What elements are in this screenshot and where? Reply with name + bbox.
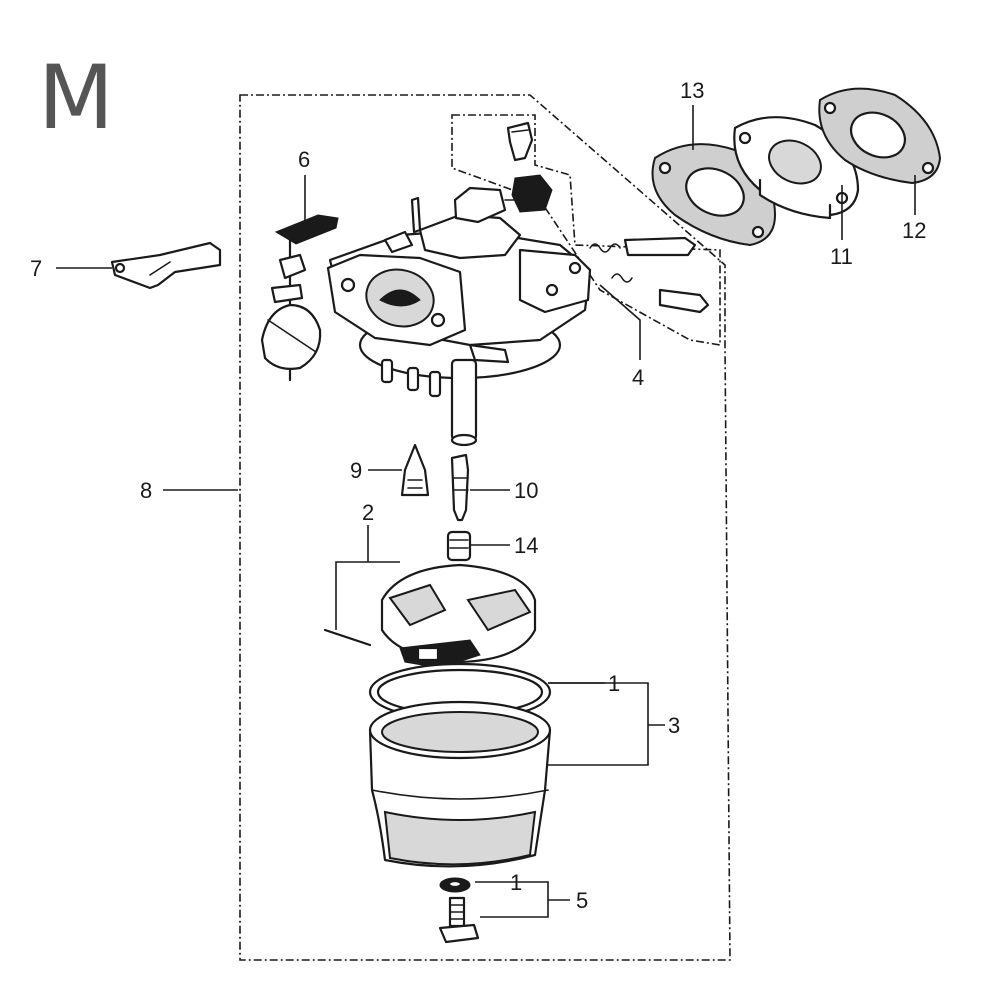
carburetor-body (326, 174, 592, 447)
callout-2: 2 (362, 500, 374, 525)
main-nozzle-10 (450, 453, 470, 522)
callout-3: 3 (668, 713, 680, 738)
callout-8: 8 (140, 478, 152, 503)
main-jet-14 (446, 530, 472, 562)
callout-1-oring: 1 (608, 671, 620, 696)
float-chamber (368, 700, 552, 868)
callout-11: 11 (830, 244, 853, 269)
assembly-frame (239, 94, 731, 961)
section-letter: M (38, 46, 114, 149)
gasket-13 (651, 143, 777, 247)
callout-7: 7 (30, 256, 42, 281)
float (380, 563, 537, 669)
pilot-screw-assembly-4 (506, 121, 710, 314)
callout-4: 4 (632, 365, 644, 390)
callout-1-washer: 1 (510, 870, 522, 895)
float-valve-9 (400, 443, 430, 497)
callout-10: 10 (514, 478, 538, 503)
callout-12: 12 (902, 218, 926, 243)
drain-bolt (438, 896, 480, 944)
callout-labels: 7 6 8 9 10 14 2 1 3 1 5 4 13 11 12 (30, 78, 926, 913)
gasket-12 (818, 87, 942, 185)
callout-6: 6 (298, 147, 310, 172)
leader-lines (56, 105, 916, 918)
choke-lever-7 (110, 241, 222, 290)
callout-9: 9 (350, 458, 362, 483)
callout-5: 5 (576, 888, 588, 913)
choke-shaft-6 (260, 214, 339, 382)
callout-14: 14 (514, 533, 538, 558)
drain-washer (439, 877, 471, 893)
callout-13: 13 (680, 78, 704, 103)
float-pin (323, 628, 372, 647)
